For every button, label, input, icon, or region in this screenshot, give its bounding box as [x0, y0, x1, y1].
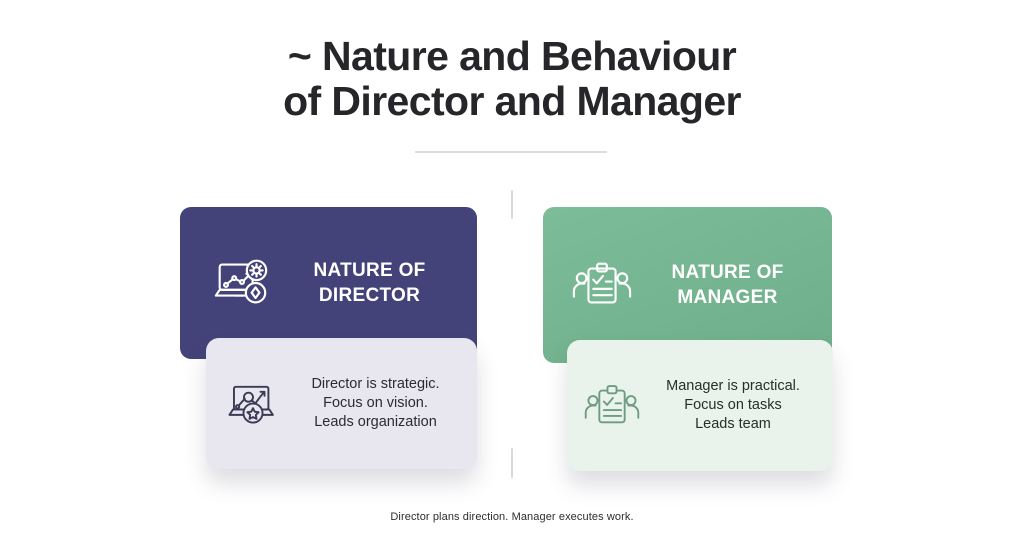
manager-header-label: NATURE OF MANAGER [645, 260, 814, 310]
director-header-label: NATURE OF DIRECTOR [284, 258, 459, 308]
director-body-text: Director is strategic. Focus on vision. … [290, 375, 461, 432]
director-body-line-1: Director is strategic. [311, 376, 440, 392]
manager-body-line-3: Leads team [695, 416, 771, 432]
director-body-card[interactable]: Director is strategic. Focus on vision. … [206, 338, 477, 469]
center-divider-bottom [511, 448, 513, 478]
laptop-chart-gear-icon [214, 259, 268, 304]
manager-body-text: Manager is practical. Focus on tasks Lea… [649, 377, 817, 434]
director-body-line-3: Leads organization [314, 414, 437, 430]
manager-body-line-1: Manager is practical. [666, 378, 800, 394]
title-divider [415, 151, 607, 153]
column-manager: NATURE OF MANAGER Manager is practical. … [512, 0, 1024, 559]
director-header-line-1: NATURE OF [313, 260, 426, 281]
manager-body-line-2: Focus on tasks [684, 397, 782, 413]
title-line-1: ~ Nature and Behaviour [287, 33, 737, 79]
manager-header-line-2: MANAGER [677, 287, 778, 308]
director-body-line-2: Focus on vision. [323, 395, 428, 411]
page-title: ~ Nature and Behaviour of Director and M… [0, 34, 1024, 124]
title-line-2: of Director and Manager [283, 78, 741, 124]
director-header-line-2: DIRECTOR [318, 285, 421, 306]
center-divider-top [511, 190, 513, 219]
column-director: NATURE OF DIRECTOR Director is strategic… [180, 207, 477, 469]
manager-header-card[interactable]: NATURE OF MANAGER [543, 207, 832, 363]
manager-body-card[interactable]: Manager is practical. Focus on tasks Lea… [567, 340, 833, 471]
manager-header-line-1: NATURE OF [671, 262, 784, 283]
clipboard-checklist-team-icon [584, 384, 640, 423]
footer-note: Director plans direction. Manager execut… [390, 511, 634, 523]
director-header-card[interactable]: NATURE OF DIRECTOR [180, 207, 477, 359]
clipboard-checklist-team-icon [572, 262, 632, 304]
laptop-chart-star-icon [228, 385, 274, 424]
